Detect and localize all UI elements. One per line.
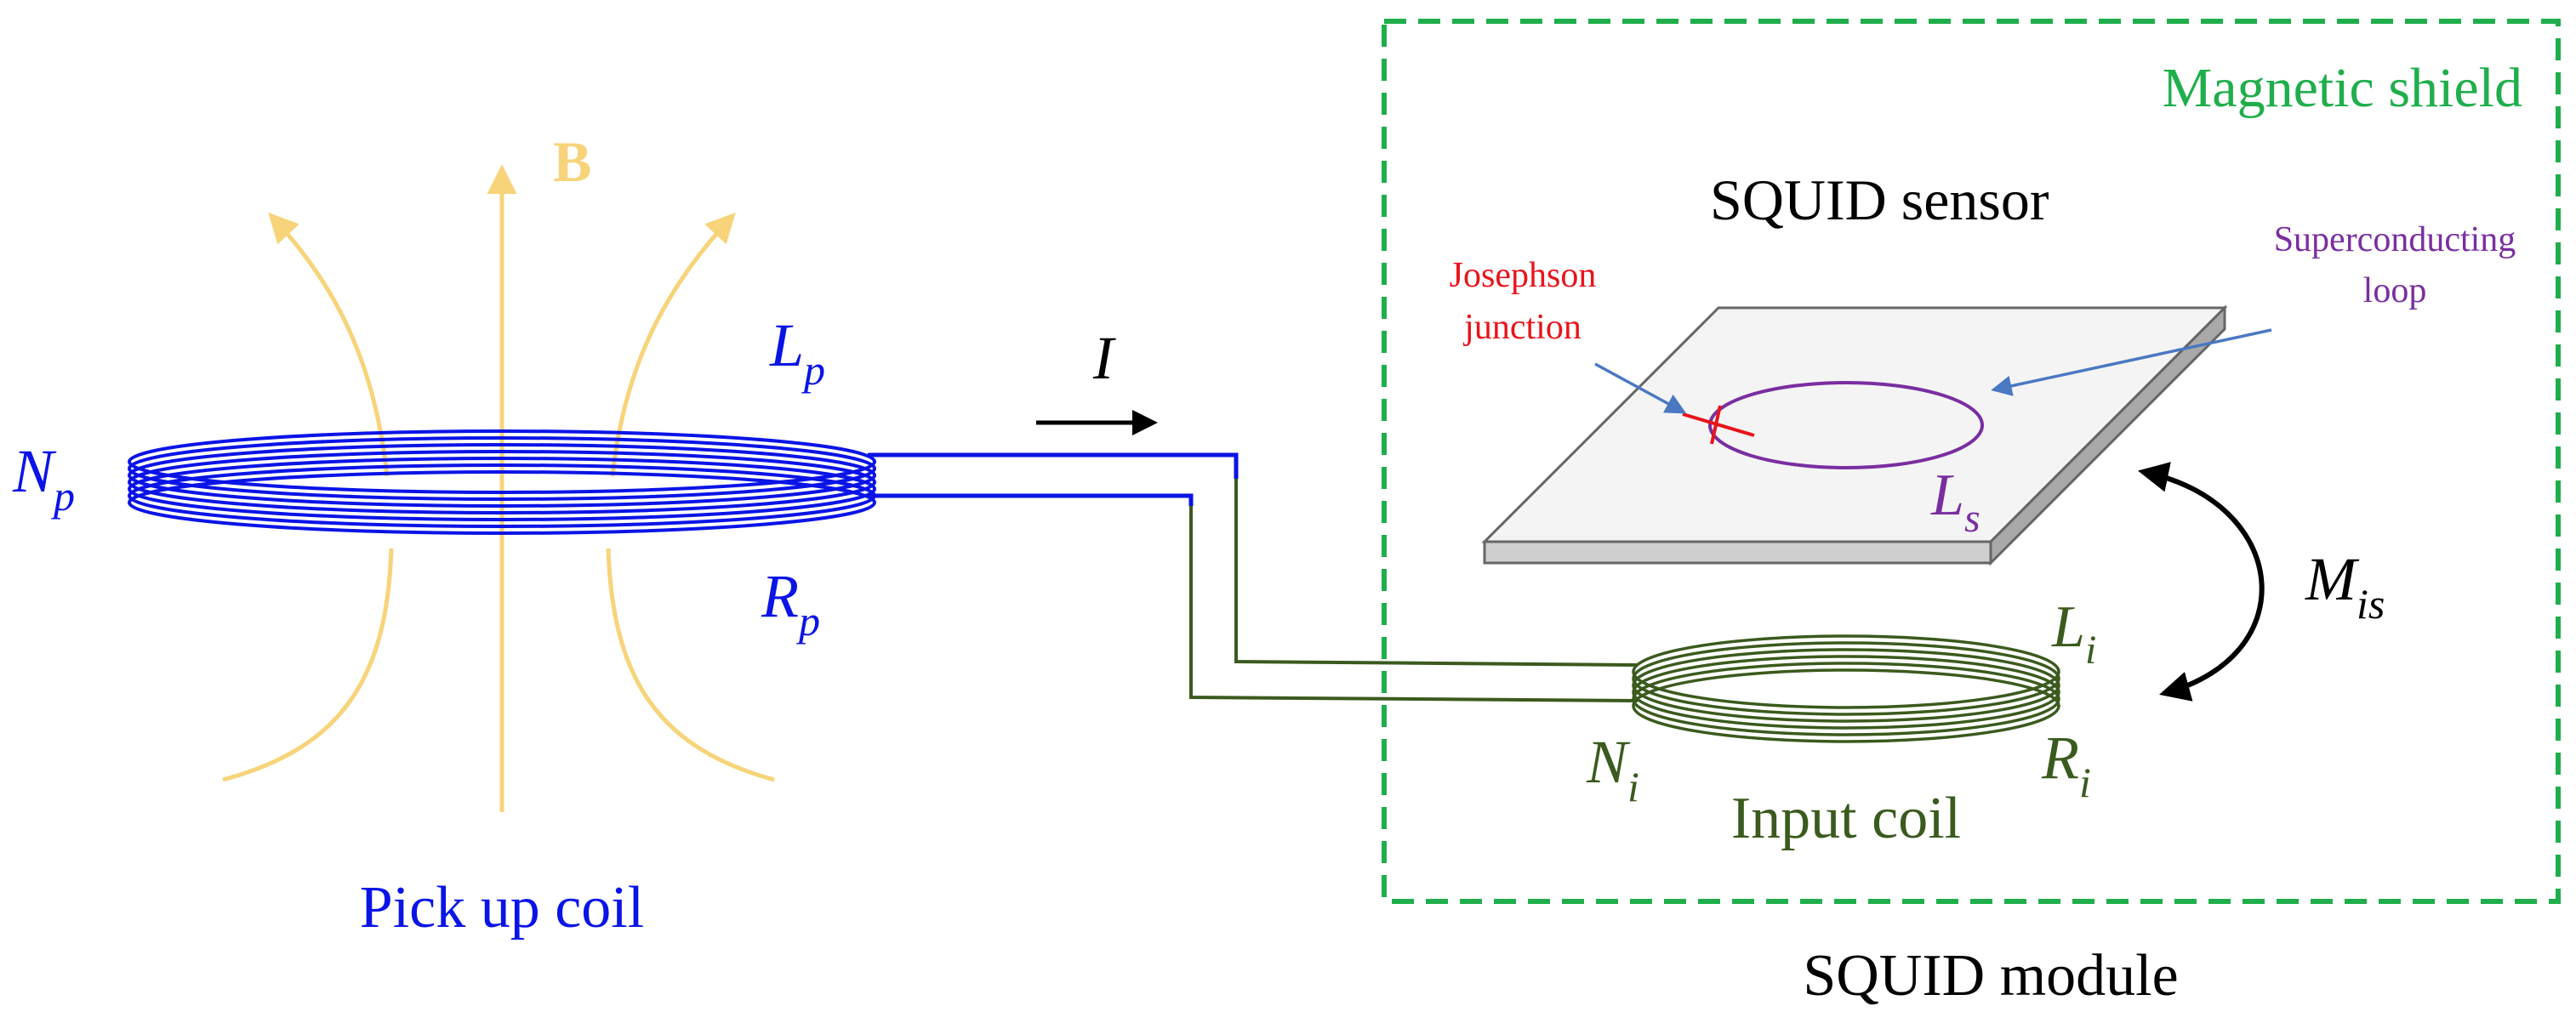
lp-label: Lp bbox=[769, 311, 825, 394]
pickup-coil-label: Pick up coil bbox=[360, 875, 644, 941]
loop-pointer bbox=[1991, 328, 2272, 396]
mutual-inductance-arrow bbox=[2137, 462, 2265, 702]
input-coil-label: Input coil bbox=[1731, 786, 1961, 851]
squid-sensor-label: SQUID sensor bbox=[1710, 168, 2049, 232]
input-leads bbox=[1189, 479, 1638, 702]
ni-label: Ni bbox=[1586, 728, 1639, 810]
rp-label: Rp bbox=[761, 562, 820, 645]
josephson-label-line1: Josephson bbox=[1450, 256, 1597, 295]
mis-label: Mis bbox=[2305, 545, 2385, 628]
superconducting-label-line2: loop bbox=[2363, 271, 2427, 310]
input-coil bbox=[1632, 634, 2060, 743]
magnetic-shield-label: Magnetic shield bbox=[2163, 57, 2522, 119]
li-label: Li bbox=[2051, 594, 2096, 673]
field-label: B bbox=[553, 129, 591, 194]
pickup-leads bbox=[868, 452, 1239, 506]
josephson-pointer bbox=[1594, 362, 1687, 414]
squid-sensor-plate bbox=[1481, 304, 2228, 566]
josephson-junction-mark bbox=[1682, 405, 1755, 445]
ri-label: Ri bbox=[2041, 724, 2091, 806]
superconducting-label-line1: Superconducting bbox=[2274, 220, 2516, 259]
ls-label: Ls bbox=[1930, 463, 1980, 541]
magnetic-shield-box bbox=[1382, 19, 2561, 904]
current-label: I bbox=[1092, 324, 1116, 392]
josephson-label-line2: junction bbox=[1462, 308, 1582, 347]
superconducting-loop bbox=[1708, 381, 1984, 469]
squid-module-label: SQUID module bbox=[1803, 943, 2178, 1009]
np-label: Np bbox=[12, 437, 75, 520]
